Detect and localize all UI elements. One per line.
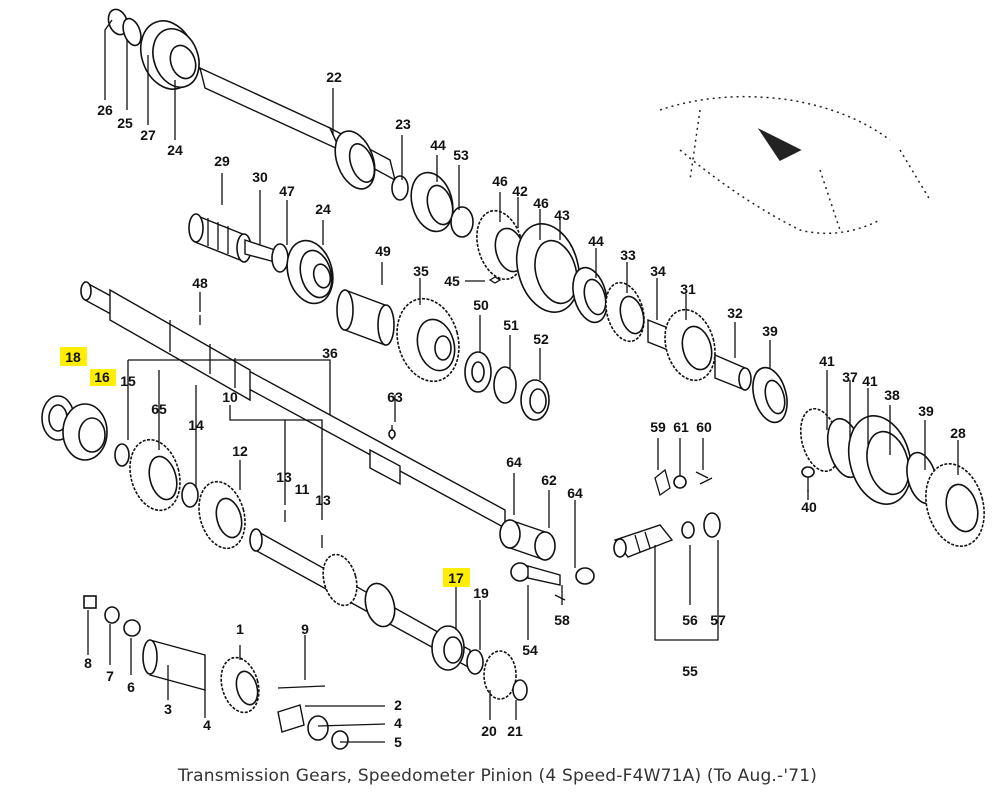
label-4a: 4 [203, 717, 211, 733]
label-40: 40 [801, 499, 817, 515]
label-35: 35 [413, 263, 429, 279]
label-19: 19 [473, 585, 489, 601]
label-62: 62 [541, 472, 557, 488]
label-57: 57 [710, 612, 726, 628]
label-50: 50 [473, 297, 489, 313]
label-46b: 46 [533, 195, 549, 211]
label-29: 29 [214, 153, 230, 169]
label-15: 15 [120, 373, 136, 389]
case-sketch [659, 95, 931, 235]
counter-shaft-assembly [188, 213, 550, 421]
label-21: 21 [507, 723, 523, 739]
label-52: 52 [533, 331, 549, 347]
label-55: 55 [682, 663, 698, 679]
label-44-mid: 44 [588, 233, 604, 249]
highlight-18 [60, 347, 87, 366]
highlight-16 [90, 369, 116, 386]
label-47: 47 [279, 183, 295, 199]
reverse-synchro-cluster [799, 407, 985, 548]
speedometer-drive [499, 519, 595, 601]
label-1: 1 [236, 621, 244, 637]
label-42: 42 [512, 183, 528, 199]
label-51: 51 [503, 317, 519, 333]
label-8: 8 [84, 655, 92, 671]
label-6: 6 [127, 679, 135, 695]
label-24-top: 24 [167, 142, 183, 158]
label-60: 60 [696, 419, 712, 435]
label-5: 5 [394, 734, 402, 750]
label-36: 36 [322, 345, 338, 361]
label-14: 14 [188, 417, 204, 433]
speedometer-pinion [613, 468, 721, 558]
label-63: 63 [387, 389, 403, 405]
label-65: 65 [151, 401, 167, 417]
label-11: 11 [295, 481, 310, 497]
label-27: 27 [140, 127, 156, 143]
label-54: 54 [522, 642, 538, 658]
label-20: 20 [481, 723, 497, 739]
diagram-caption: Transmission Gears, Speedometer Pinion (… [177, 766, 818, 786]
input-gear-stack [41, 395, 323, 550]
label-10: 10 [222, 389, 238, 405]
label-43: 43 [554, 207, 570, 223]
part-labels: 26 25 27 24 22 23 44 53 29 30 47 24 46 4… [65, 69, 966, 750]
label-24-mid: 24 [315, 201, 331, 217]
label-38: 38 [884, 387, 900, 403]
label-30: 30 [252, 169, 268, 185]
label-32: 32 [727, 305, 743, 321]
label-12: 12 [232, 443, 248, 459]
label-2: 2 [394, 697, 402, 713]
label-45: 45 [444, 273, 460, 289]
lower-countershaft [249, 528, 528, 701]
synchro-gear-stack [476, 209, 788, 424]
label-61: 61 [673, 419, 689, 435]
label-4b: 4 [394, 715, 402, 731]
label-3: 3 [164, 701, 172, 717]
label-56: 56 [682, 612, 698, 628]
label-9: 9 [301, 621, 309, 637]
label-41b: 41 [862, 373, 878, 389]
highlight-17 [443, 568, 470, 587]
label-34: 34 [650, 263, 666, 279]
label-46a: 46 [492, 173, 508, 189]
main-drive-shaft-assembly [107, 8, 474, 238]
label-39-mid: 39 [762, 323, 778, 339]
label-23: 23 [395, 116, 411, 132]
label-59: 59 [650, 419, 666, 435]
label-25: 25 [117, 115, 133, 131]
label-16: 16 [94, 369, 110, 385]
label-22: 22 [326, 69, 342, 85]
label-44-top: 44 [430, 137, 446, 153]
label-33: 33 [620, 247, 636, 263]
label-7: 7 [106, 668, 114, 684]
label-26: 26 [97, 102, 113, 118]
label-37: 37 [842, 369, 858, 385]
label-53: 53 [453, 147, 469, 163]
label-28: 28 [950, 425, 966, 441]
label-13b: 13 [315, 492, 331, 508]
label-58: 58 [554, 612, 570, 628]
label-39-right: 39 [918, 403, 934, 419]
label-18: 18 [65, 349, 81, 365]
label-41a: 41 [819, 353, 835, 369]
mainshaft-36 [80, 280, 506, 530]
transmission-exploded-diagram: 26 25 27 24 22 23 44 53 29 30 47 24 46 4… [41, 8, 985, 750]
label-31: 31 [680, 281, 696, 297]
label-13a: 13 [276, 469, 292, 485]
label-64b: 64 [567, 485, 583, 501]
label-17: 17 [448, 570, 464, 586]
label-48: 48 [192, 275, 208, 291]
reverse-idler-parts [83, 595, 349, 750]
label-64a: 64 [506, 454, 522, 470]
label-49: 49 [375, 243, 391, 259]
leader-lines [87, 19, 959, 743]
